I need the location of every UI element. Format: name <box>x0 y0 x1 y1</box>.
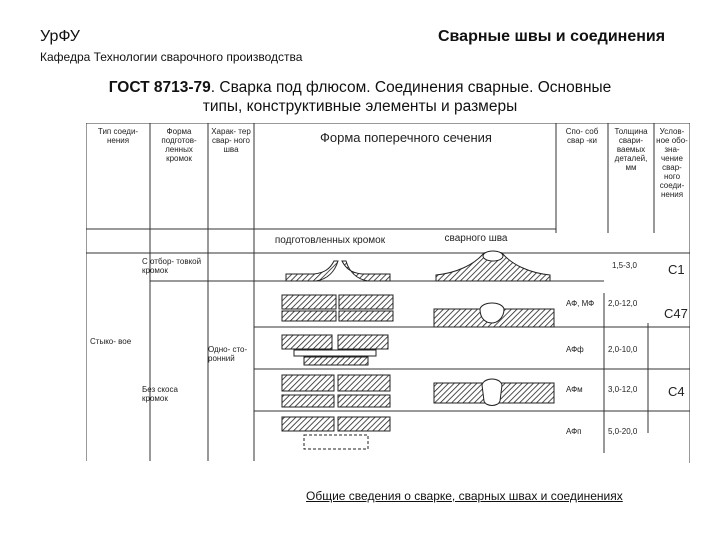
header-joint-type: Тип соеди- нения <box>97 127 139 145</box>
header-designation: Услов- ное обо- зна- чение свар- ного со… <box>656 127 688 199</box>
row-1-thickness: 1,5-3,0 <box>612 261 637 270</box>
header-thickness: Толщина свари- ваемых деталей, мм <box>614 127 648 172</box>
no-bevel-weld-a <box>433 302 555 328</box>
no-bevel-weld-c <box>433 378 555 406</box>
no-bevel-prepared-b <box>281 334 389 366</box>
org-name: УрФУ <box>40 28 80 45</box>
header-weld-seam: сварного шва <box>444 233 508 244</box>
title-line2: типы, конструктивные элементы и размеры <box>202 98 518 115</box>
row-2-designation: С47 <box>664 306 688 321</box>
header-method: Спо- соб свар -ки <box>565 127 599 145</box>
flanged-edges-weld <box>435 250 551 282</box>
joint-type-butt: Стыко- вое <box>90 337 132 346</box>
row-4-thickness: 3,0-12,0 <box>608 385 638 394</box>
document-title: ГОСТ 8713-79. Сварка под флюсом. Соедине… <box>60 78 660 116</box>
row-3-method: АФф <box>566 345 584 354</box>
flanged-edges-prepared <box>285 260 391 282</box>
row-5-method: АФп <box>566 427 582 436</box>
row-2-method: АФ, МФ <box>566 299 595 308</box>
edge-no-bevel: Без скоса кромок <box>142 385 178 403</box>
department-name: Кафедра Технологии сварочного производст… <box>40 50 303 64</box>
title-line1: . Сварка под флюсом. Соединения сварные.… <box>210 79 612 96</box>
header-weld-character: Харак- тер свар- ного шва <box>211 127 251 154</box>
no-bevel-prepared-d <box>281 416 391 450</box>
topic-title: Сварные швы и соединения <box>438 28 666 45</box>
footer-link[interactable]: Общие сведения о сварке, сварных швах и … <box>306 489 623 503</box>
header-edge-shape: Форма подготов- ленных кромок <box>161 127 197 163</box>
header-prepared-edges: подготовленных кромок <box>274 235 386 246</box>
gost-table: Тип соеди- нения Форма подготов- ленных … <box>86 123 690 463</box>
row-4-designation: С4 <box>668 384 685 399</box>
row-1-designation: С1 <box>668 262 685 277</box>
table-drawing <box>86 123 690 463</box>
row-5-thickness: 5,0-20,0 <box>608 427 638 436</box>
row-4-method: АФм <box>566 385 583 394</box>
row-2-thickness: 2,0-12,0 <box>608 299 638 308</box>
standard-code: ГОСТ 8713-79 <box>108 79 211 96</box>
header-cross-section: Форма поперечного сечения <box>320 130 492 145</box>
no-bevel-prepared-a <box>281 294 394 322</box>
edge-flanged: С отбор- товкой кромок <box>142 257 202 275</box>
no-bevel-prepared-c <box>281 374 391 408</box>
weld-one-sided: Одно- сто- ронний <box>208 345 248 363</box>
table-grid <box>86 123 690 463</box>
row-3-thickness: 2,0-10,0 <box>608 345 638 354</box>
